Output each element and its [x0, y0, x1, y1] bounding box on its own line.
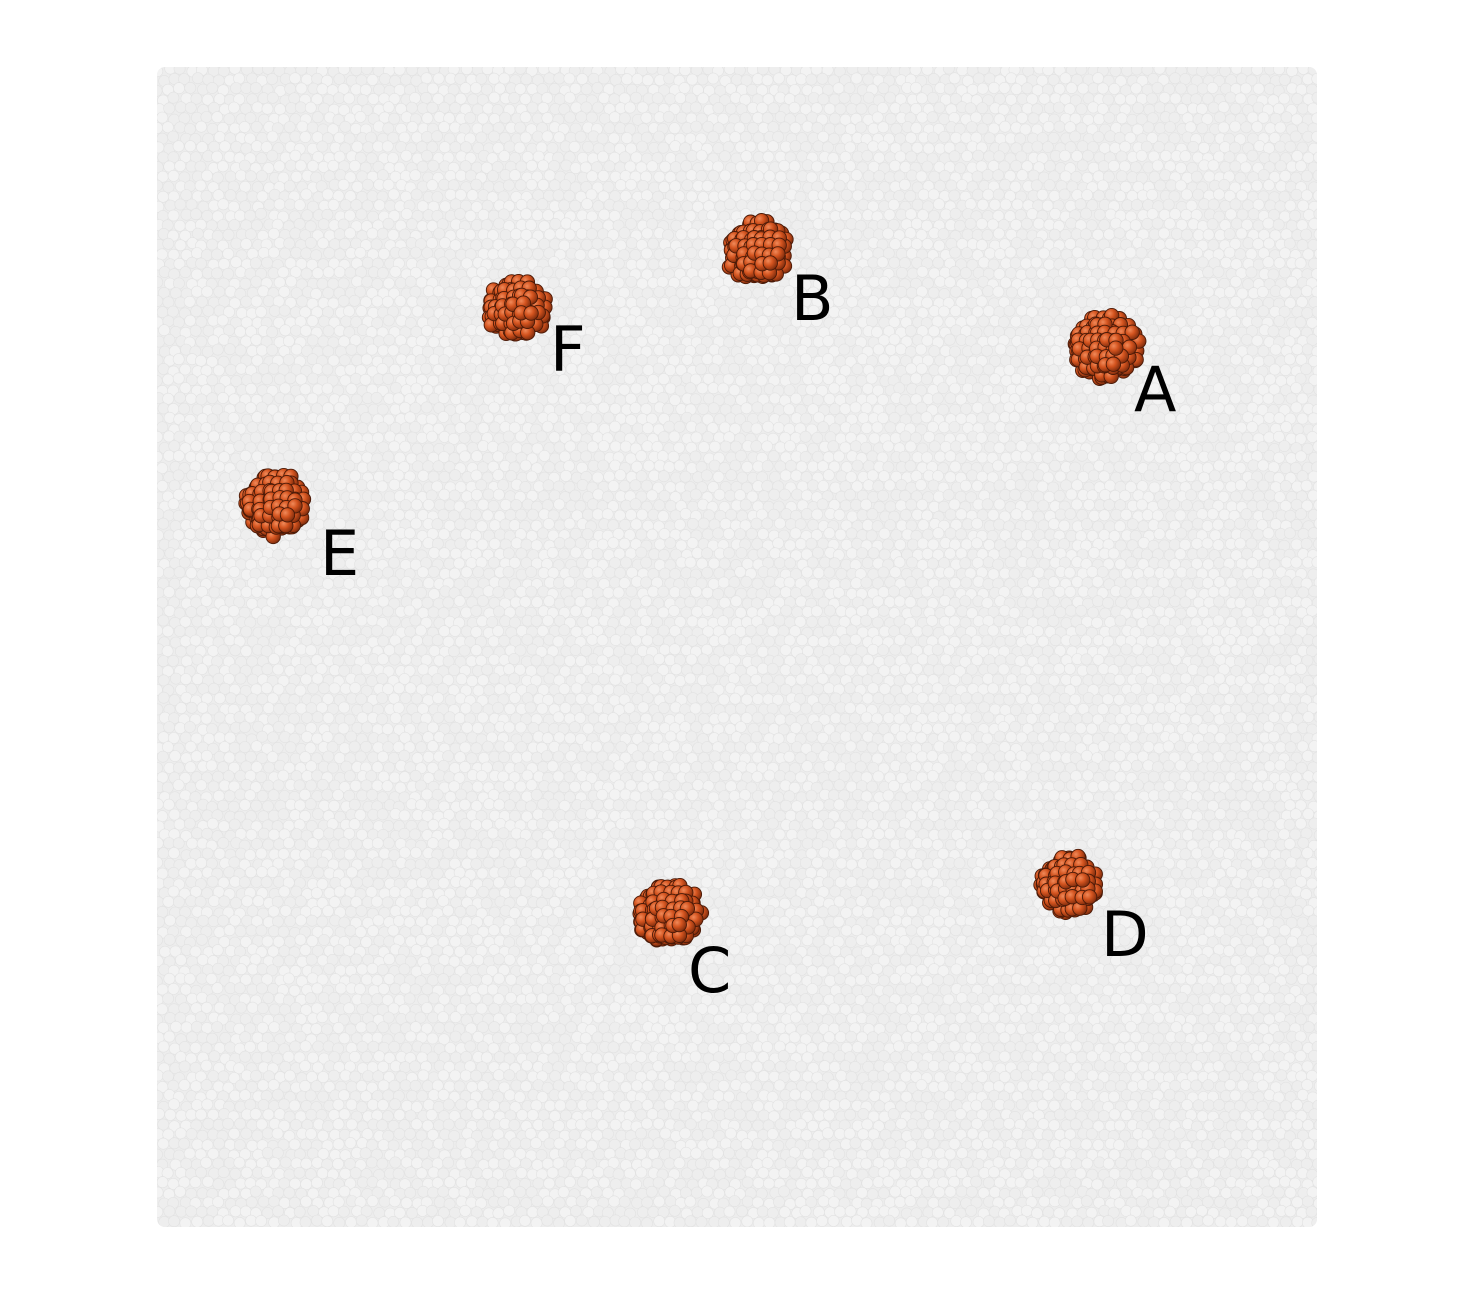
cluster-label-F: F [550, 313, 586, 386]
cluster-F-atoms [481, 273, 553, 342]
cluster-B-atoms [721, 213, 794, 285]
cluster-label-B: B [791, 262, 834, 335]
cluster-E-atoms [238, 467, 312, 545]
cluster-E: E [238, 467, 359, 590]
cluster-C-atoms [632, 877, 710, 948]
slab-atoms [157, 67, 1317, 1227]
substrate-slab [157, 67, 1317, 1227]
cluster-C: C [632, 877, 731, 1007]
cluster-label-D: D [1101, 898, 1149, 971]
cluster-A: A [1067, 307, 1176, 426]
cluster-label-A: A [1134, 353, 1176, 426]
cluster-B: B [721, 213, 834, 335]
cluster-A-atoms [1067, 307, 1147, 386]
cluster-D: D [1033, 848, 1149, 971]
cluster-label-C: C [688, 934, 731, 1007]
cluster-label-E: E [320, 517, 359, 590]
cluster-D-atoms [1033, 848, 1104, 921]
cluster-F: F [481, 273, 586, 386]
